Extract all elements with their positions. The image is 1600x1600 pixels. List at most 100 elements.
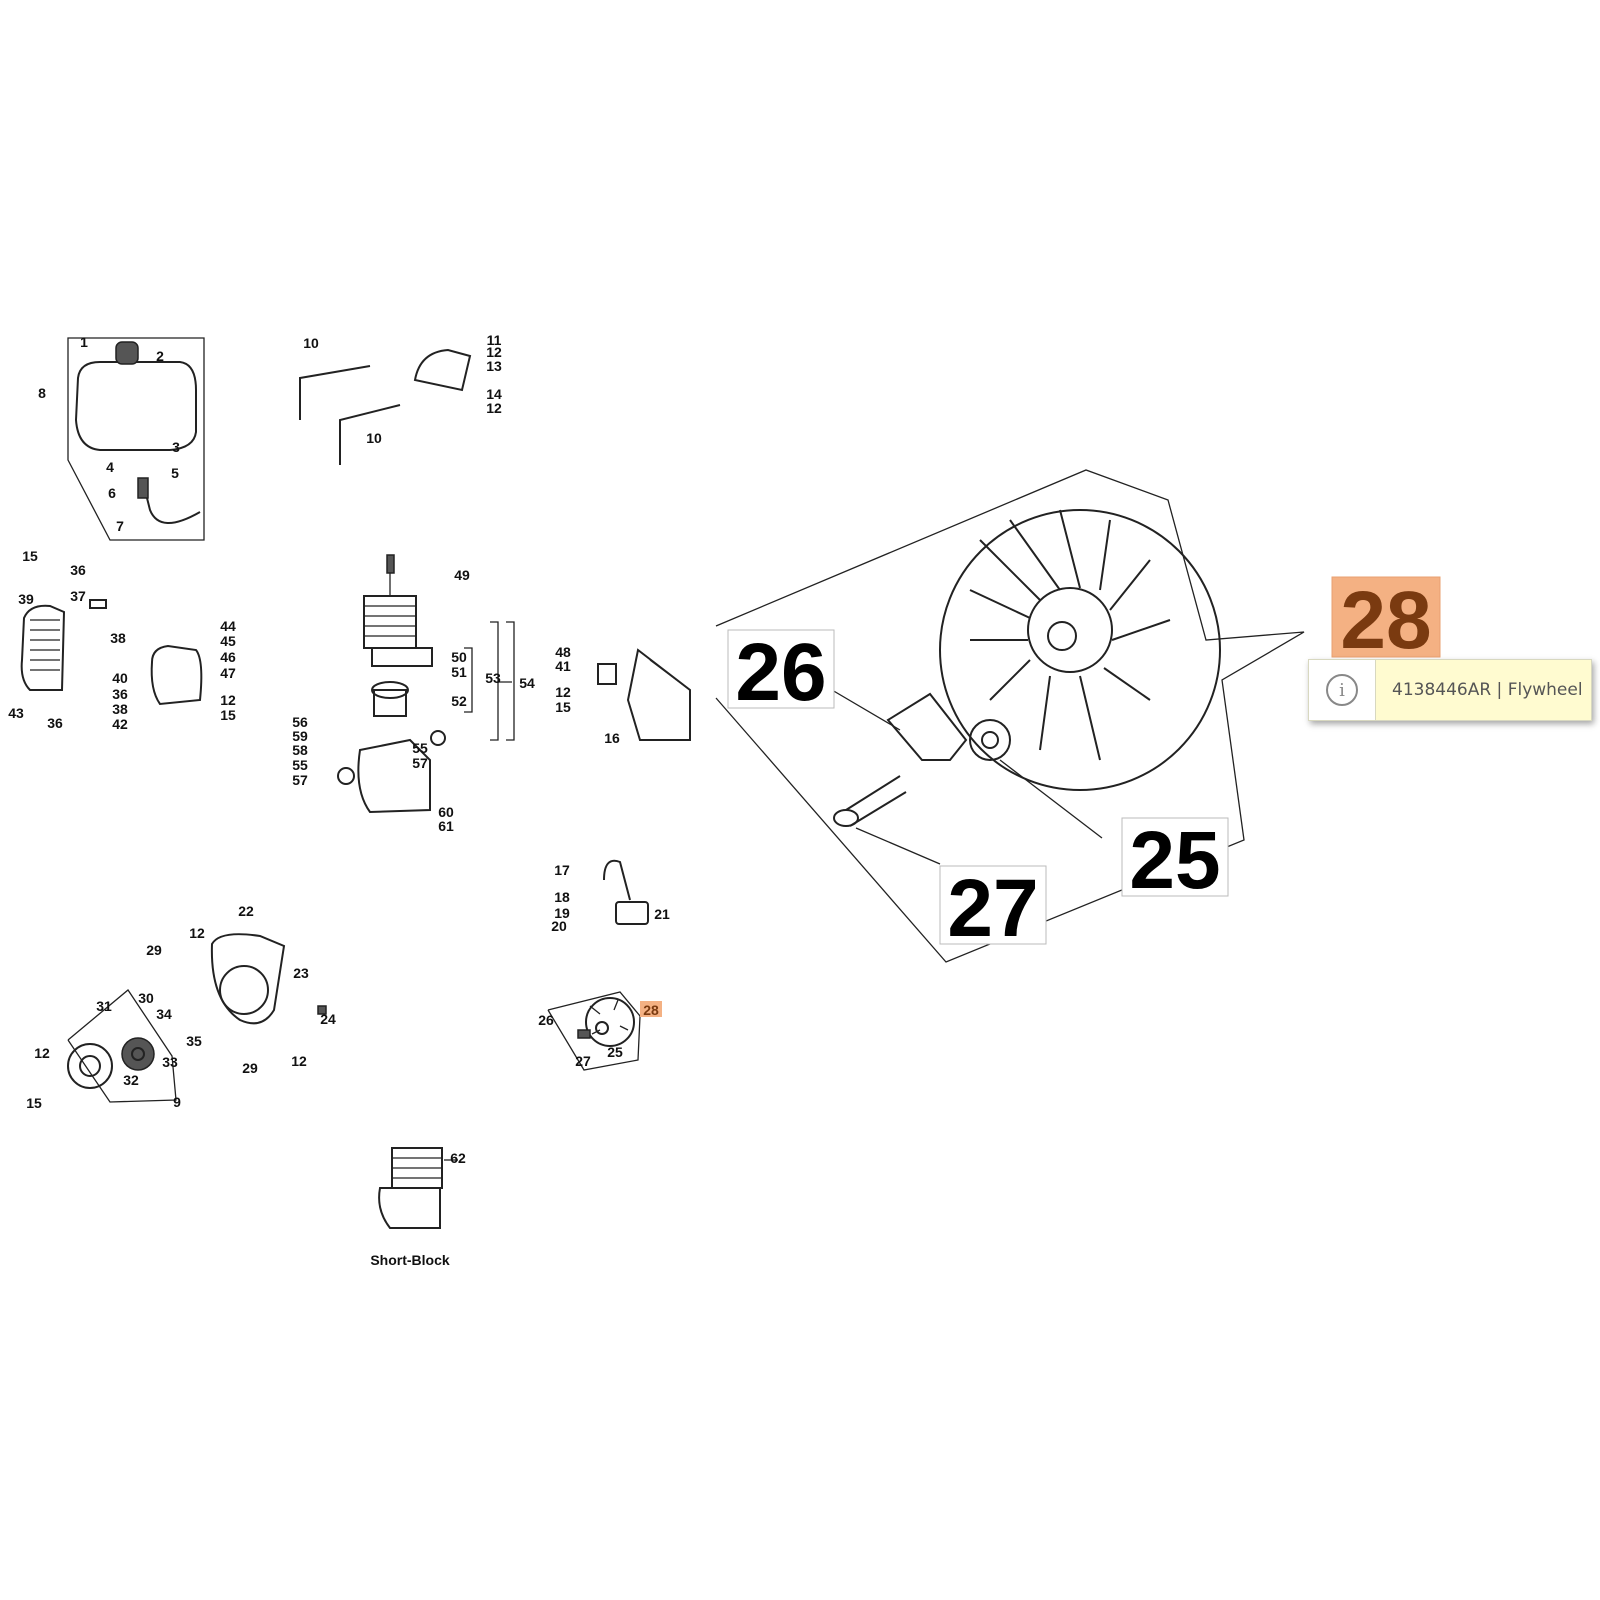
callout-28-large[interactable]: 28: [1340, 575, 1431, 666]
callout-13[interactable]: 13: [486, 358, 502, 374]
fuel-tank-group: [67, 337, 205, 541]
callout-29[interactable]: 29: [146, 942, 162, 958]
callout-28-small[interactable]: 28: [643, 1002, 659, 1018]
callout-33[interactable]: 33: [162, 1054, 178, 1070]
callout-3[interactable]: 3: [172, 439, 180, 455]
callout-25-large[interactable]: 25: [1129, 815, 1220, 906]
callout-38[interactable]: 38: [110, 630, 126, 646]
callout-37[interactable]: 37: [70, 588, 86, 604]
callout-36[interactable]: 36: [47, 715, 63, 731]
callout-46[interactable]: 46: [220, 649, 236, 665]
callout-52[interactable]: 52: [451, 693, 467, 709]
callout-36[interactable]: 36: [70, 562, 86, 578]
callout-44[interactable]: 44: [220, 618, 236, 634]
callout-42[interactable]: 42: [112, 716, 128, 732]
callout-17[interactable]: 17: [554, 862, 570, 878]
callout-2[interactable]: 2: [156, 348, 164, 364]
ignition-group: [603, 859, 649, 925]
callout-27-box: [939, 865, 1047, 945]
callout-26-box: [727, 629, 835, 709]
callout-15[interactable]: 15: [26, 1095, 42, 1111]
callout-26[interactable]: 26: [538, 1012, 554, 1028]
callout-12[interactable]: 12: [555, 684, 571, 700]
callout-18[interactable]: 18: [554, 889, 570, 905]
highlight-28-small-bg: [640, 1001, 662, 1017]
callout-56[interactable]: 56: [292, 714, 308, 730]
info-icon: i: [1326, 674, 1358, 706]
callout-29[interactable]: 29: [242, 1060, 258, 1076]
callout-24[interactable]: 24: [320, 1011, 336, 1027]
callout-12[interactable]: 12: [486, 344, 502, 360]
callout-4[interactable]: 4: [106, 459, 114, 475]
callout-10[interactable]: 10: [366, 430, 382, 446]
engine-group: [337, 554, 515, 814]
callout-45[interactable]: 45: [220, 633, 236, 649]
callout-19[interactable]: 19: [554, 905, 570, 921]
callout-30[interactable]: 30: [138, 990, 154, 1006]
starter-group: [67, 933, 327, 1103]
callout-58[interactable]: 58: [292, 742, 308, 758]
callout-28-box: [1331, 576, 1441, 658]
callout-16[interactable]: 16: [604, 730, 620, 746]
callout-26-large[interactable]: 26: [735, 627, 826, 718]
callout-12[interactable]: 12: [189, 925, 205, 941]
callout-59[interactable]: 59: [292, 728, 308, 744]
callout-35[interactable]: 35: [186, 1033, 202, 1049]
callout-34[interactable]: 34: [156, 1006, 172, 1022]
tooltip-icon-cell: i: [1309, 660, 1376, 720]
callout-20[interactable]: 20: [551, 918, 567, 934]
carburetor-group: [597, 648, 691, 741]
short-block-label: Short-Block: [370, 1252, 450, 1268]
callout-55[interactable]: 55: [412, 740, 428, 756]
callout-15[interactable]: 15: [555, 699, 571, 715]
callout-48[interactable]: 48: [555, 644, 571, 660]
callout-6[interactable]: 6: [108, 485, 116, 501]
callout-9[interactable]: 9: [173, 1094, 181, 1110]
callout-15[interactable]: 15: [220, 707, 236, 723]
flywheel-small-group: [547, 991, 641, 1071]
callout-25-box: [1121, 817, 1229, 897]
tooltip-text: 4138446AR | Flywheel: [1392, 680, 1583, 700]
callout-49[interactable]: 49: [454, 567, 470, 583]
callout-50[interactable]: 50: [451, 649, 467, 665]
callout-55[interactable]: 55: [292, 757, 308, 773]
callout-12[interactable]: 12: [34, 1045, 50, 1061]
callout-31[interactable]: 31: [96, 998, 112, 1014]
callout-40[interactable]: 40: [112, 670, 128, 686]
callout-27[interactable]: 27: [575, 1053, 591, 1069]
callout-27-large[interactable]: 27: [947, 863, 1038, 954]
callout-36[interactable]: 36: [112, 686, 128, 702]
callout-22[interactable]: 22: [238, 903, 254, 919]
callout-25[interactable]: 25: [607, 1044, 623, 1060]
callout-39[interactable]: 39: [18, 591, 34, 607]
callout-47[interactable]: 47: [220, 665, 236, 681]
callout-10[interactable]: 10: [303, 335, 319, 351]
callout-12[interactable]: 12: [486, 400, 502, 416]
callout-38[interactable]: 38: [112, 701, 128, 717]
callout-60[interactable]: 60: [438, 804, 454, 820]
callout-12[interactable]: 12: [291, 1053, 307, 1069]
callout-8[interactable]: 8: [38, 385, 46, 401]
callout-5[interactable]: 5: [171, 465, 179, 481]
callout-1[interactable]: 1: [80, 334, 88, 350]
callout-57[interactable]: 57: [292, 772, 308, 788]
callout-7[interactable]: 7: [116, 518, 124, 534]
callout-51[interactable]: 51: [451, 664, 467, 680]
part-tooltip: i 4138446AR | Flywheel: [1308, 659, 1592, 721]
callout-54[interactable]: 54: [519, 675, 535, 691]
callout-32[interactable]: 32: [123, 1072, 139, 1088]
callout-11[interactable]: 11: [487, 332, 502, 348]
callout-61[interactable]: 61: [438, 818, 454, 834]
callout-23[interactable]: 23: [293, 965, 309, 981]
callout-12[interactable]: 12: [220, 692, 236, 708]
callout-53[interactable]: 53: [485, 670, 501, 686]
callout-15[interactable]: 15: [22, 548, 38, 564]
callout-57[interactable]: 57: [412, 755, 428, 771]
callout-62[interactable]: 62: [450, 1150, 466, 1166]
callout-43[interactable]: 43: [8, 705, 24, 721]
callout-21[interactable]: 21: [654, 906, 670, 922]
callout-14[interactable]: 14: [486, 386, 502, 402]
strap-group: [299, 348, 472, 465]
callout-41[interactable]: 41: [555, 658, 571, 674]
